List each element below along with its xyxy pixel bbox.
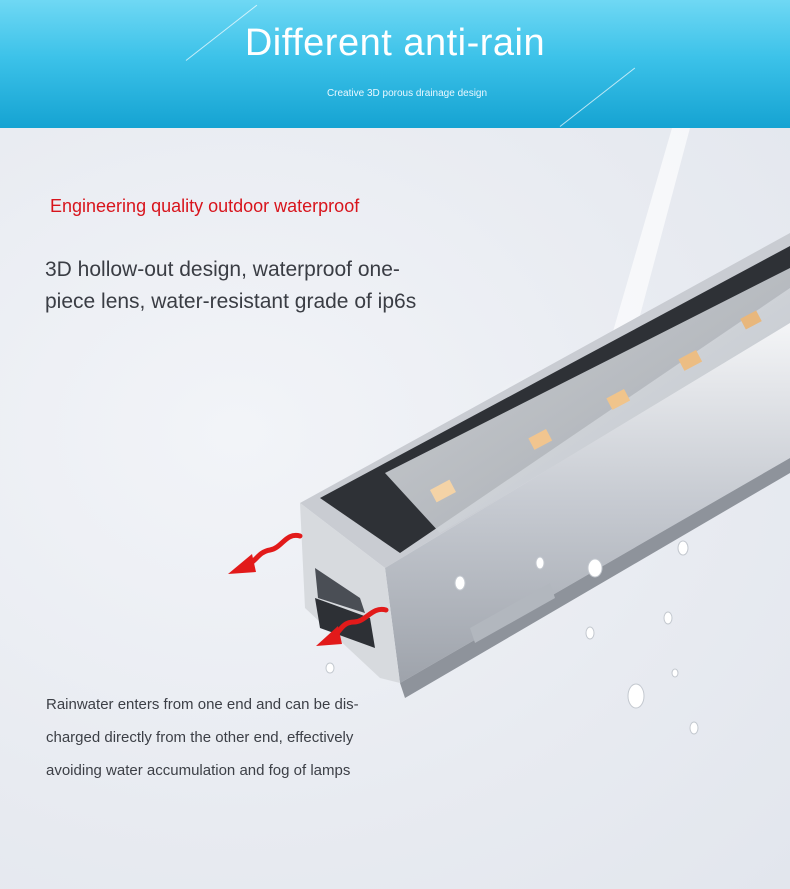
section-heading: Engineering quality outdoor waterproof [50,196,360,216]
description-line: avoiding water accumulation and fog of l… [46,762,351,779]
drainage-description: Rainwater enters from one end and can be… [46,688,366,787]
page-subtitle: Creative 3D porous drainage design [326,88,488,99]
description-line: charged directly from the other end, eff… [46,729,354,746]
header-banner: Different anti-rain Creative 3D porous d… [0,0,790,128]
feature-line: piece lens, water-resistant grade of ip6… [45,290,417,313]
page-title: Different anti-rain [244,22,546,64]
drainage-arrow-icon [228,532,303,574]
feature-description: 3D hollow-out design, waterproof one- pi… [45,254,445,318]
description-line: Rainwater enters from one end and can be… [46,696,359,713]
drainage-arrow-icon [316,606,389,646]
led-wall-washer-illustration [300,128,790,735]
feature-line: 3D hollow-out design, waterproof one- [45,258,400,281]
